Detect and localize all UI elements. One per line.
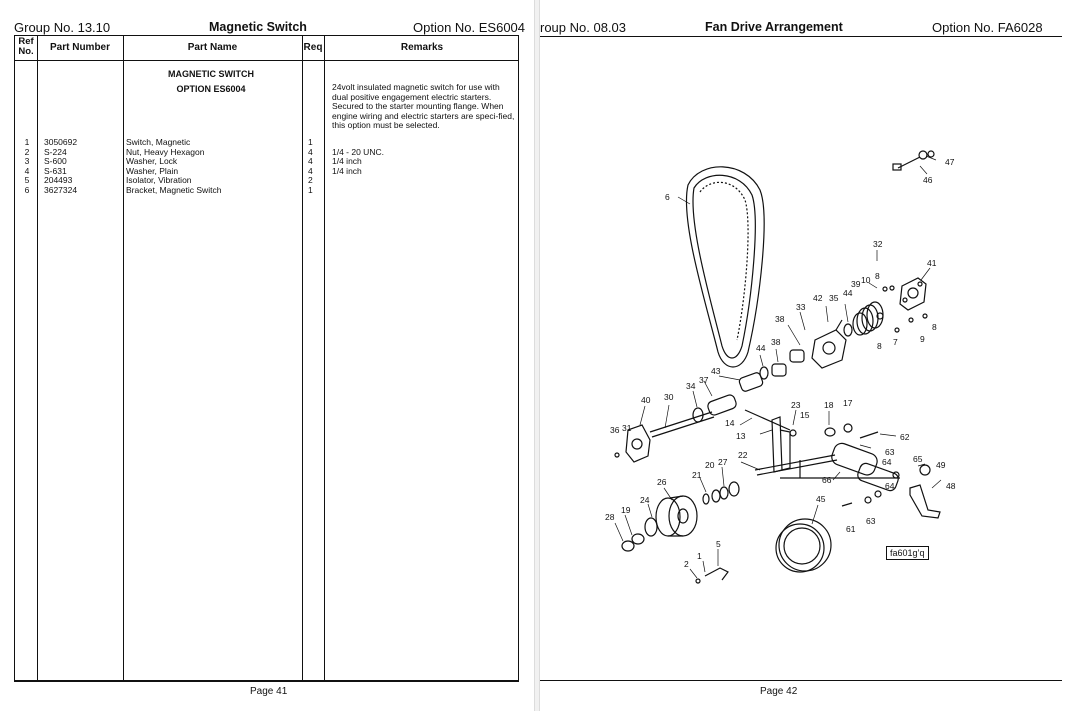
cell-ref: 5 [24,175,30,186]
cell-remarks: 1/4 inch [332,165,362,176]
cell-req: 2 [308,175,313,186]
group-number: Group No. 13.10 [14,20,111,35]
cell-part-name: Switch, Magnetic [126,137,191,147]
cell-remarks: 1/4 - 20 UNC. [332,146,384,157]
figure-id-box: fa601g’q [886,546,929,560]
cell-part-number: 3627324 [44,185,78,195]
cell-part-number: S-631 [44,165,67,176]
right-page: roup No. 08.03 Fan Drive Arrangement Opt… [540,0,1074,711]
cell-part-number: S-224 [44,146,67,157]
section-title: MAGNETIC SWITCH [168,69,254,79]
section-subtitle: OPTION ES6004 [176,84,246,94]
header-req: Req [303,42,323,53]
page-gutter [534,0,540,711]
page-number-right: Page 42 [760,686,798,697]
cell-part-number: 3050692 [44,137,78,147]
header-part-name: Part Name [187,42,238,53]
left-page: Group No. 13.10 Magnetic Switch Option N… [0,0,534,711]
cell-part-name: Washer, Plain [126,165,179,176]
cell-part-number: 204493 [44,175,73,186]
section-remark: 24volt insulated magnetic switch for use… [332,82,515,131]
cell-ref: 2 [24,146,30,157]
cell-ref: 1 [24,137,30,147]
page-title: Magnetic Switch [209,20,307,34]
page-title: Fan Drive Arrangement [705,20,843,34]
cell-part-name: Isolator, Vibration [126,175,192,186]
cell-part-name: Nut, Heavy Hexagon [126,146,205,157]
cell-req: 4 [308,156,313,167]
group-number: roup No. 08.03 [540,20,627,35]
cell-ref: 3 [24,156,30,167]
option-number: Option No. FA6028 [932,20,1043,35]
header-part-number: Part Number [49,42,110,53]
header-remarks: Remarks [400,42,444,53]
header-ref-no: Ref No. [18,36,34,57]
cell-part-number: S-600 [44,156,67,167]
cell-req: 1 [308,137,313,147]
cell-part-name: Washer, Lock [126,156,178,167]
option-number: Option No. ES6004 [413,20,526,35]
cell-ref: 6 [24,185,30,195]
page-number-left: Page 41 [250,686,288,697]
parts-table: Ref No. Part Number Part Name Req Remark… [14,35,519,681]
cell-ref: 4 [24,165,30,176]
cell-req: 1 [308,185,313,195]
cell-req: 4 [308,146,313,157]
cell-part-name: Bracket, Magnetic Switch [126,185,222,195]
cell-remarks: 1/4 inch [332,156,362,167]
cell-req: 4 [308,165,313,176]
